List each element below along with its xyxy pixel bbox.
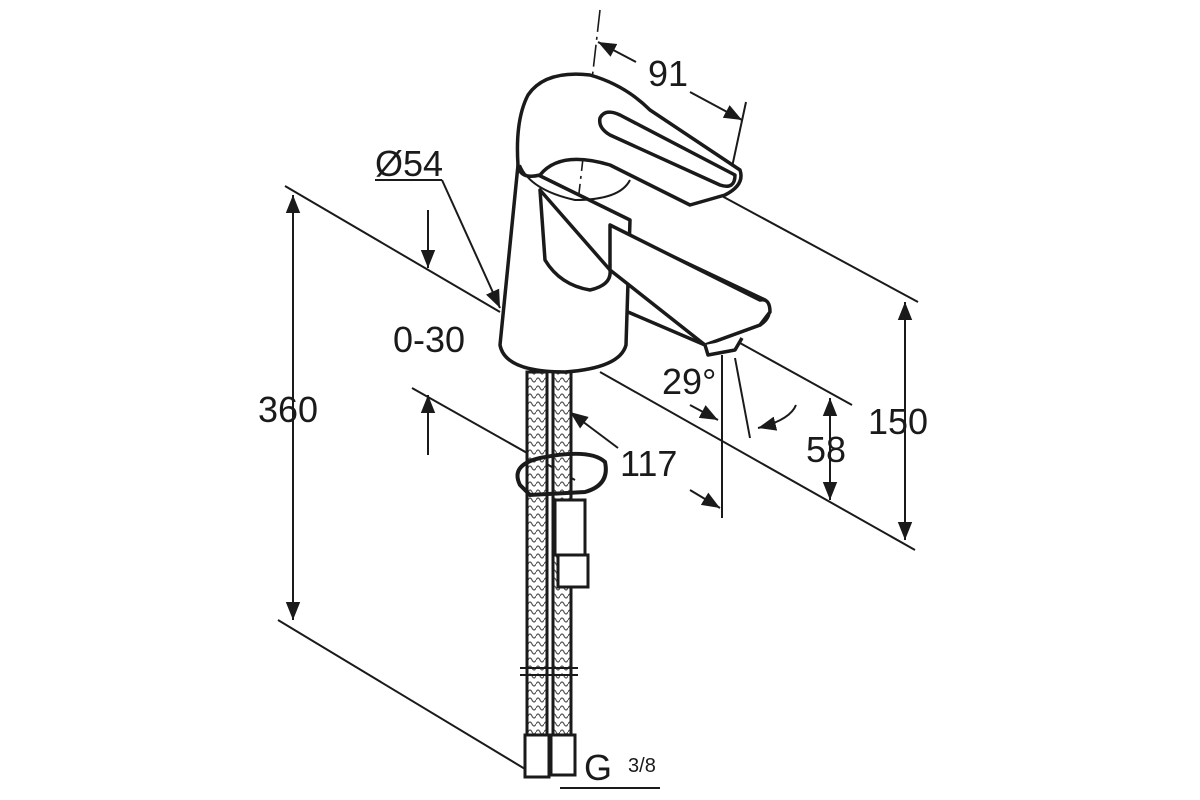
label-spout-height: 150 bbox=[868, 401, 929, 442]
dimension-150 bbox=[599, 194, 919, 551]
label-deck-thickness: 0-30 bbox=[393, 319, 466, 360]
supply-hoses bbox=[515, 370, 608, 779]
dimension-diameter-54 bbox=[375, 179, 501, 309]
lever-handle bbox=[515, 72, 743, 207]
label-total-height: 360 bbox=[258, 389, 319, 430]
label-outlet-angle: 29° bbox=[662, 361, 717, 402]
label-spout-projection: 117 bbox=[620, 443, 678, 484]
thread-size: 3/8 bbox=[628, 755, 656, 777]
dimension-360 bbox=[277, 185, 531, 773]
faucet-body bbox=[498, 163, 772, 374]
label-outlet-height: 58 bbox=[806, 429, 847, 470]
label-connection-thread: G 3/8 bbox=[584, 750, 656, 786]
label-handle-reach: 91 bbox=[648, 53, 689, 94]
dimension-58 bbox=[739, 342, 853, 500]
dimension-angle-29 bbox=[689, 357, 797, 439]
label-body-diameter: Ø54 bbox=[375, 143, 444, 184]
thread-leader-line bbox=[560, 787, 660, 789]
dimension-117 bbox=[569, 355, 723, 518]
thread-prefix: G bbox=[584, 747, 613, 788]
